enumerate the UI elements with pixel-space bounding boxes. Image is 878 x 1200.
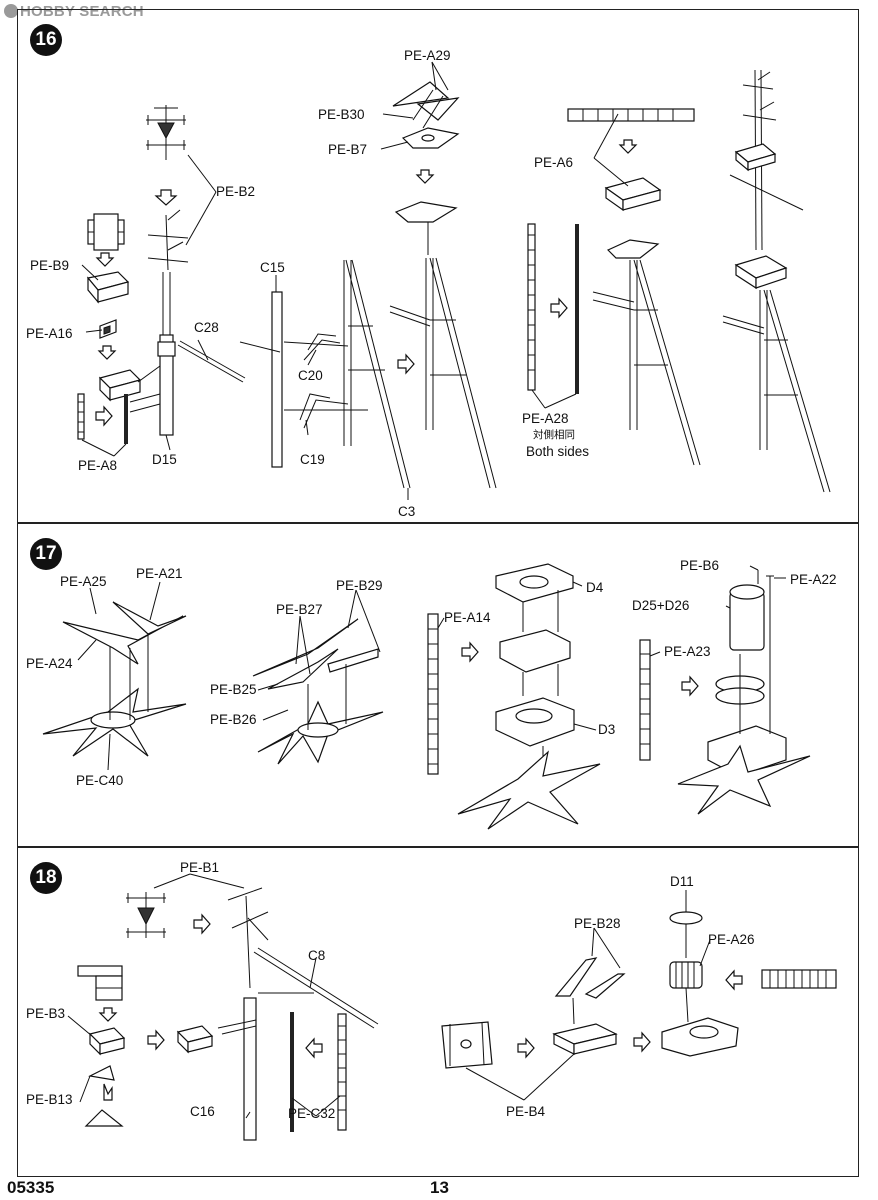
step-16-leaders <box>81 61 629 500</box>
completed-mast-16 <box>722 69 831 493</box>
page-number: 13 <box>430 1178 449 1197</box>
step-18-panel: 18 <box>17 847 859 1177</box>
label-pe-b13: PE-B13 <box>26 1092 73 1107</box>
label-c28: C28 <box>194 320 219 335</box>
label-c16: C16 <box>190 1104 215 1119</box>
label-pe-a24: PE-A24 <box>26 656 73 671</box>
tripod-c15-c3-assembly <box>239 81 497 489</box>
step-18-illustration: PE-B1 C8 PE-B3 PE-B13 C16 PE-C32 D11 PE-… <box>26 860 837 1141</box>
step-17-leaders <box>77 565 786 771</box>
label-d3: D3 <box>598 722 615 737</box>
label-both-sides-cn: 対側相同 <box>533 428 575 441</box>
label-pe-b3: PE-B3 <box>26 1006 65 1021</box>
label-c3: C3 <box>398 504 415 519</box>
watermark: HOBBY SEARCH <box>4 3 144 20</box>
label-d15: D15 <box>152 452 177 467</box>
star-platform-b <box>252 618 384 765</box>
label-c19: C19 <box>300 452 325 467</box>
pe-b3-platform <box>77 965 214 1127</box>
step-number-16: 16 <box>30 24 62 56</box>
label-c8: C8 <box>308 948 325 963</box>
label-pe-a22: PE-A22 <box>790 572 837 587</box>
label-pe-c40: PE-C40 <box>76 773 123 788</box>
pe-b1-mast-top <box>126 887 379 1141</box>
label-pe-b7: PE-B7 <box>328 142 367 157</box>
pe-c32-ladders <box>290 1012 347 1132</box>
label-pe-a29: PE-A29 <box>404 48 451 63</box>
label-d11: D11 <box>670 874 694 889</box>
label-pe-a8: PE-A8 <box>78 458 117 473</box>
pe-a6-tripod-assembly <box>527 108 701 466</box>
label-pe-b27: PE-B27 <box>276 602 323 617</box>
d4-d3-assembly <box>427 563 601 830</box>
label-pe-a25: PE-A25 <box>60 574 107 589</box>
label-c20: C20 <box>298 368 323 383</box>
watermark-logo-icon <box>4 4 18 18</box>
step-number-18: 18 <box>30 862 62 894</box>
d15-mast-assembly <box>77 105 246 444</box>
label-pe-a21: PE-A21 <box>136 566 183 581</box>
label-pe-b1: PE-B1 <box>180 860 219 875</box>
label-pe-a23: PE-A23 <box>664 644 711 659</box>
label-pe-b2: PE-B2 <box>216 184 255 199</box>
step-16-illustration: PE-B2 PE-B9 PE-A16 PE-A8 C28 D15 PE-A29 … <box>26 48 831 519</box>
label-pe-a6: PE-A6 <box>534 155 573 170</box>
label-pe-b29: PE-B29 <box>336 578 383 593</box>
label-pe-b6: PE-B6 <box>680 558 719 573</box>
label-pe-b25: PE-B25 <box>210 682 257 697</box>
label-pe-b26: PE-B26 <box>210 712 257 727</box>
label-c15: C15 <box>260 260 285 275</box>
step-18-leaders <box>67 873 711 1119</box>
label-both-sides-en: Both sides <box>526 444 589 459</box>
product-code: 05335 <box>7 1178 55 1197</box>
label-pe-b28: PE-B28 <box>574 916 621 931</box>
label-d25-d26: D25+D26 <box>632 598 689 613</box>
label-pe-a28: PE-A28 <box>522 411 569 426</box>
pe-b4-d11-assembly <box>441 911 837 1069</box>
label-pe-b4: PE-B4 <box>506 1104 546 1119</box>
d25-d26-assembly <box>639 570 811 815</box>
step-number-17: 17 <box>30 538 62 570</box>
star-platform-a <box>42 601 187 757</box>
label-pe-a16: PE-A16 <box>26 326 73 341</box>
watermark-text: HOBBY SEARCH <box>20 3 144 20</box>
step-16-panel: 16 <box>17 9 859 523</box>
label-pe-b9: PE-B9 <box>30 258 69 273</box>
step-17-illustration: PE-A25 PE-A21 PE-A24 PE-C40 PE-B27 PE-B2… <box>26 558 837 830</box>
label-pe-a26: PE-A26 <box>708 932 755 947</box>
label-d4: D4 <box>586 580 604 595</box>
label-pe-b30: PE-B30 <box>318 107 365 122</box>
label-pe-a14: PE-A14 <box>444 610 491 625</box>
label-pe-c32: PE-C32 <box>288 1106 335 1121</box>
step-17-panel: 17 <box>17 523 859 847</box>
